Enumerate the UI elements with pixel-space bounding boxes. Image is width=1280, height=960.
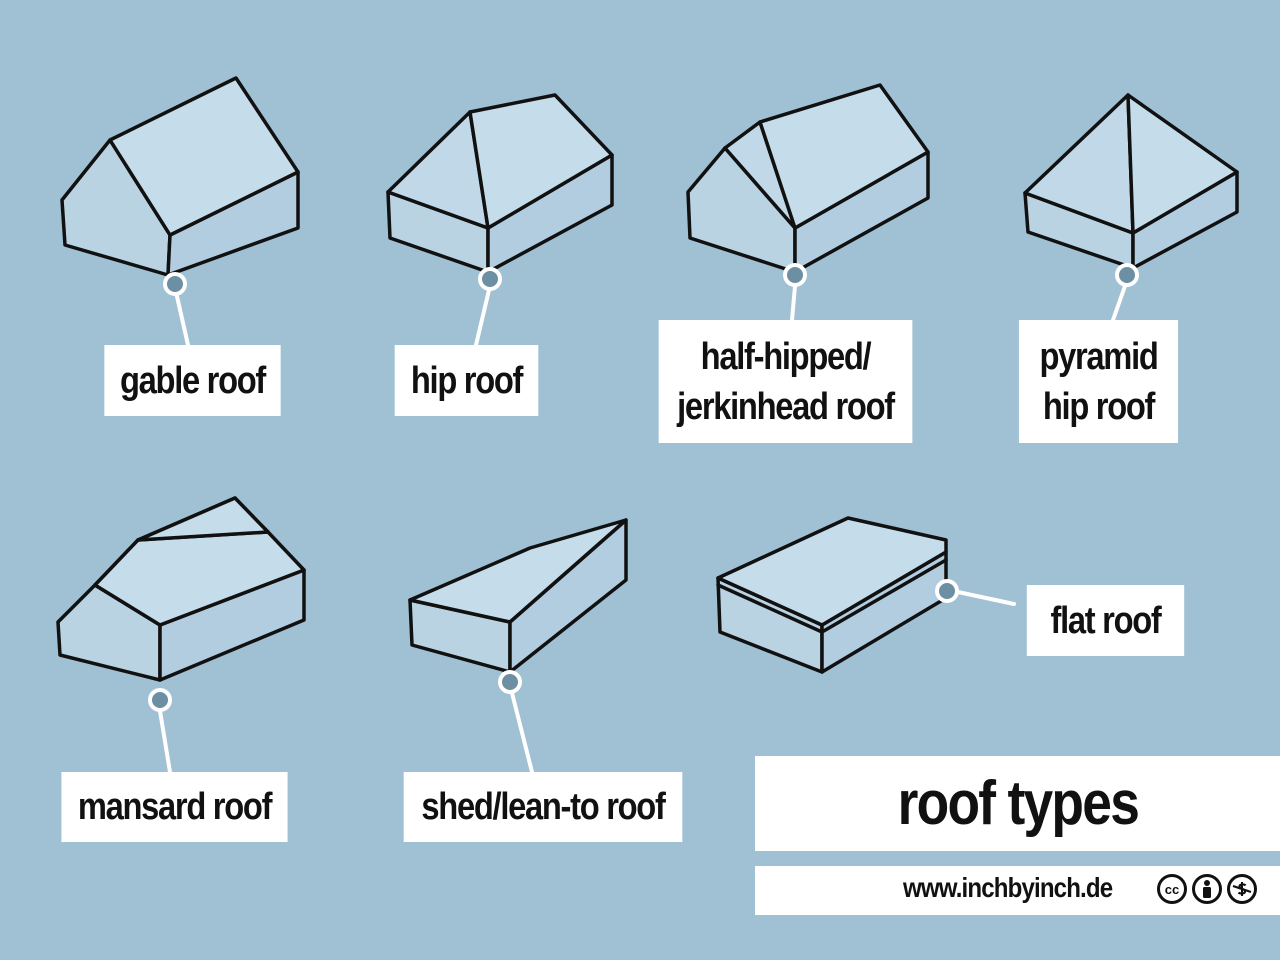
- pyramid-roof-drawing: [1023, 93, 1239, 270]
- cc-icon-text: cc: [1164, 881, 1180, 897]
- hip-roof-label: hip roof: [394, 345, 539, 416]
- mansard-roof-drawing: [56, 496, 306, 682]
- shed-roof-text: shed/lean-to roof: [421, 786, 665, 828]
- pyramid-text-line1: pyramid: [1039, 335, 1158, 378]
- person-glyph: [1203, 880, 1211, 898]
- pointer-dot-pyramid: [1115, 263, 1139, 287]
- mansard-roof-text: mansard roof: [77, 786, 273, 828]
- noncommercial-icon: [1227, 874, 1257, 904]
- website-link[interactable]: www.inchbyinch.de: [903, 872, 1113, 903]
- half-hipped-text-line2: jerkinhead roof: [677, 385, 895, 428]
- gable-roof-label: gable roof: [104, 345, 281, 416]
- half-hipped-roof-drawing: [686, 83, 930, 274]
- pointer-dot-flat: [935, 579, 959, 603]
- pointer-dot-half-hipped: [783, 263, 807, 287]
- gable-roof-text: gable roof: [119, 359, 266, 402]
- shed-roof-drawing: [408, 518, 628, 674]
- half-hipped-roof-label: half-hipped/ jerkinhead roof: [658, 320, 913, 443]
- hip-roof-drawing: [386, 93, 614, 274]
- pointer-dot-mansard: [148, 688, 172, 712]
- flat-roof-text: flat roof: [1050, 599, 1161, 642]
- title-panel: roof types: [755, 756, 1280, 851]
- pyramid-hip-roof-label: pyramid hip roof: [1018, 320, 1179, 443]
- footer-panel: www.inchbyinch.de cc: [755, 866, 1280, 915]
- mansard-roof-label: mansard roof: [61, 772, 288, 842]
- pointer-dot-gable: [163, 272, 187, 296]
- page-title: roof types: [897, 769, 1139, 838]
- shed-roof-label: shed/lean-to roof: [403, 772, 683, 842]
- attribution-icon: [1192, 874, 1222, 904]
- gable-roof-drawing: [60, 76, 300, 277]
- pyramid-text-line2: hip roof: [1042, 385, 1156, 428]
- half-hipped-text-line1: half-hipped/: [700, 335, 872, 378]
- pointer-dot-shed: [498, 670, 522, 694]
- flat-roof-drawing: [716, 516, 948, 674]
- no-dollar-glyph: [1232, 882, 1252, 896]
- hip-roof-text: hip roof: [410, 359, 524, 402]
- pointer-dot-hip: [478, 267, 502, 291]
- flat-roof-label: flat roof: [1026, 585, 1185, 656]
- cc-icon: cc: [1157, 874, 1187, 904]
